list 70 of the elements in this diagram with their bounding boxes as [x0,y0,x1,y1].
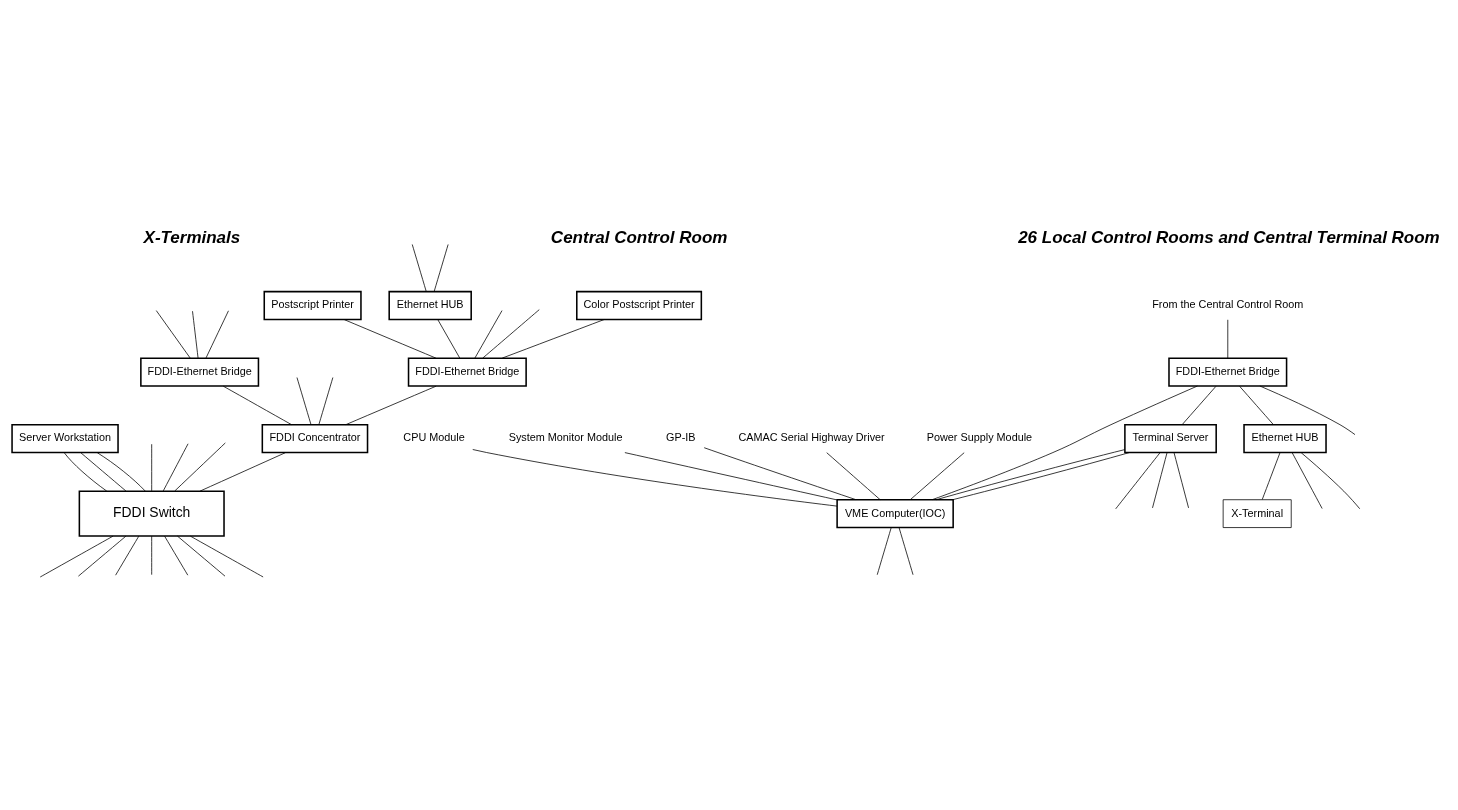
node-box: FDDI Switch [78,489,225,537]
connector [876,526,892,575]
connector [199,451,286,492]
node-box: Server Workstation [11,423,119,453]
connector [1259,385,1356,435]
connector [78,535,127,577]
connector [482,308,540,358]
connector [437,318,461,358]
connector [624,451,838,500]
connector [826,451,881,500]
node-text: System Monitor Module [508,430,623,443]
node-box: FDDI-Ethernet Bridge [140,356,260,387]
connector [345,385,437,425]
connector [162,442,189,491]
node-box: Terminal Server [1124,423,1217,453]
connector [63,451,108,491]
node-box: X-Terminal [1222,498,1292,528]
connector [931,385,1198,500]
connector [151,535,153,575]
connector [1181,385,1217,425]
connector [222,385,292,425]
connector [192,310,199,359]
node-text: GP-IB [666,430,696,443]
node-text: Power Supply Module [926,430,1033,443]
node-text: CPU Module [403,430,465,443]
connector [1173,451,1189,508]
connector [318,376,334,425]
connector [115,535,140,576]
connector [205,309,229,358]
label: Central Control Room [550,227,728,247]
connector [952,451,1130,500]
connector [1115,451,1161,509]
connector [935,448,1126,500]
connector [474,309,503,358]
node-box: VME Computer(IOC) [836,498,954,528]
connector [1239,385,1274,425]
node-box: Ethernet HUB [1243,423,1327,453]
node-text: CAMAC Serial Highway Driver [738,430,885,443]
node-box: FDDI-Ethernet Bridge [407,356,527,387]
connector [296,376,312,425]
node-box: Ethernet HUB [388,290,472,320]
connector [1261,451,1281,500]
connector [177,535,226,577]
node-box: Postscript Printer [263,290,362,320]
connector [433,243,449,292]
connector [909,451,965,500]
connector [80,451,127,491]
connector [703,446,857,500]
connector [174,442,226,491]
connector [1152,451,1168,508]
node-box: FDDI Concentrator [261,423,369,453]
label: 26 Local Control Rooms and Central Terminal Room [1018,227,1440,247]
connector [343,318,437,358]
connector [1227,318,1229,358]
connector [155,309,191,358]
node-text: From the Central Control Room [1152,297,1304,310]
connector [898,526,914,575]
label: X-Terminals [143,227,241,247]
connector [501,318,605,358]
connector [411,243,427,292]
connector [151,443,153,491]
connector [1300,451,1361,509]
node-box: Color Postscript Printer [576,290,703,320]
connector [96,451,146,491]
node-box: FDDI-Ethernet Bridge [1168,356,1288,387]
connector [39,535,114,577]
connector [1291,451,1323,509]
connector [189,535,264,577]
connector [164,535,189,576]
connector [472,448,838,506]
